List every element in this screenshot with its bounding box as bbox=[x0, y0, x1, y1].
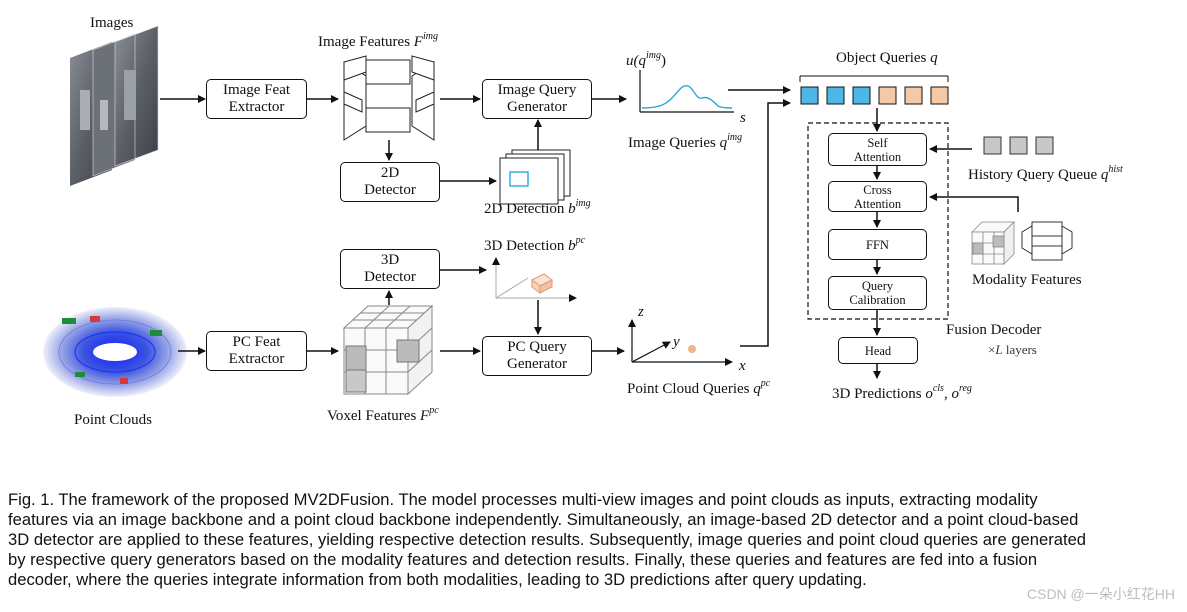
head-box: Head bbox=[838, 337, 918, 364]
cross-attention-label: Cross Attention bbox=[853, 182, 902, 211]
layers-text: layers bbox=[1002, 342, 1037, 357]
voxel-features-icon bbox=[342, 304, 434, 396]
query-calibration-label: Query Calibration bbox=[849, 279, 906, 307]
pred-o1: o bbox=[925, 386, 933, 402]
z-axis-label: z bbox=[638, 304, 644, 320]
object-queries-text: Object Queries bbox=[836, 50, 927, 66]
image-feat-extractor-label: Image Feat Extractor bbox=[222, 82, 291, 115]
diagram-graphics bbox=[43, 25, 1073, 397]
point-cloud-icon bbox=[43, 307, 187, 397]
pred-o2: o bbox=[951, 386, 959, 402]
pred-o2-sup: reg bbox=[958, 383, 972, 394]
image-features-sup: img bbox=[422, 31, 438, 42]
layers-label: ×L layers bbox=[988, 342, 1037, 358]
predictions-label: 3D Predictions ocls, oreg bbox=[832, 383, 972, 403]
fusion-decoder-label: Fusion Decoder bbox=[946, 322, 1042, 338]
point-cloud-query-axes bbox=[628, 319, 733, 366]
history-queue-symbol: q bbox=[1100, 167, 1109, 183]
caption-line-5: decoder, where the queries integrate inf… bbox=[8, 570, 867, 589]
u-axis-text: u(q bbox=[626, 53, 646, 69]
ffn-label: FFN bbox=[866, 237, 889, 252]
modality-features-label: Modality Features bbox=[972, 272, 1082, 288]
u-axis-sup: img bbox=[646, 50, 661, 61]
s-axis-label: s bbox=[740, 110, 746, 126]
detector-3d-label: 3D Detector bbox=[364, 252, 416, 285]
pc-queries-label: Point Cloud Queries qpc bbox=[627, 378, 770, 398]
x-axis-label: x bbox=[739, 358, 746, 374]
image-queries-sup: img bbox=[727, 132, 743, 143]
image-queries-text: Image Queries bbox=[628, 135, 716, 151]
camera-images-icon bbox=[70, 25, 159, 186]
detector-2d-label: 2D Detector bbox=[364, 165, 416, 198]
caption-line-2: features via an image backbone and a poi… bbox=[8, 510, 1079, 529]
history-queue-text: History Query Queue bbox=[968, 167, 1098, 183]
images-label: Images bbox=[90, 15, 134, 31]
detection-2d-text: 2D Detection bbox=[484, 201, 565, 217]
image-features-label: Image Features Fimg bbox=[318, 31, 438, 51]
pc-feat-extractor-label: PC Feat Extractor bbox=[228, 334, 285, 367]
cross-attention-box: Cross Attention bbox=[828, 181, 927, 212]
caption-line-3: 3D detector are applied to these feature… bbox=[8, 530, 1087, 549]
pc-queries-text: Point Cloud Queries bbox=[627, 381, 750, 397]
voxel-features-label: Voxel Features Fpc bbox=[327, 405, 439, 425]
image-query-generator-box: Image Query Generator bbox=[482, 79, 592, 119]
detection-3d-sup: pc bbox=[575, 235, 586, 246]
layers-mult: × bbox=[988, 342, 996, 357]
object-queries-label: Object Queries q bbox=[836, 50, 938, 67]
head-label: Head bbox=[864, 343, 892, 358]
self-attention-label: Self Attention bbox=[853, 135, 902, 164]
detection-3d-label: 3D Detection bpc bbox=[484, 235, 585, 255]
image-features-icon bbox=[343, 55, 435, 141]
history-queue-label: History Query Queue qhist bbox=[968, 164, 1123, 184]
caption-line-4: by respective query generators based on … bbox=[8, 550, 1038, 569]
pc-queries-symbol: q bbox=[753, 381, 761, 397]
pc-feat-extractor-box: PC Feat Extractor bbox=[206, 331, 307, 371]
framework-diagram: Image Feat Extractor Image Query Generat… bbox=[43, 15, 1123, 428]
point-clouds-label: Point Clouds bbox=[74, 412, 152, 428]
detector-3d-box: 3D Detector bbox=[340, 249, 440, 289]
predictions-text: 3D Predictions bbox=[832, 386, 922, 402]
connectors bbox=[160, 86, 1019, 379]
self-attention-box: Self Attention bbox=[828, 133, 927, 166]
pred-o1-sup: cls bbox=[932, 383, 944, 394]
pred-sep: , bbox=[943, 386, 952, 402]
detection-3d-icon bbox=[492, 257, 577, 302]
y-axis-label: y bbox=[673, 334, 680, 350]
history-queue-sup: hist bbox=[1108, 164, 1123, 175]
detection-2d-symbol: b bbox=[568, 201, 576, 217]
object-queries-symbol: q bbox=[930, 50, 938, 66]
pc-queries-sup: pc bbox=[760, 378, 771, 389]
image-features-text: Image Features bbox=[318, 34, 411, 50]
query-calibration-box: Query Calibration bbox=[828, 276, 927, 310]
detection-2d-icon bbox=[499, 149, 571, 205]
image-features-symbol: F bbox=[413, 34, 423, 50]
pc-query-generator-box: PC Query Generator bbox=[482, 336, 592, 376]
image-query-generator-label: Image Query Generator bbox=[497, 82, 577, 115]
ffn-box: FFN bbox=[828, 229, 927, 260]
image-feat-extractor-box: Image Feat Extractor bbox=[206, 79, 307, 119]
image-queries-label: Image Queries qimg bbox=[628, 132, 742, 152]
detection-2d-label: 2D Detection bimg bbox=[484, 198, 591, 218]
voxel-features-sup: pc bbox=[429, 405, 439, 416]
image-queries-symbol: q bbox=[719, 135, 728, 151]
history-queries-row bbox=[983, 136, 1054, 155]
pc-query-generator-label: PC Query Generator bbox=[507, 339, 567, 372]
detector-2d-box: 2D Detector bbox=[340, 162, 440, 202]
object-queries-row bbox=[799, 75, 949, 105]
voxel-features-symbol: F bbox=[420, 408, 430, 424]
modality-features-icon bbox=[971, 221, 1073, 265]
u-axis-label: u(qimg) bbox=[626, 50, 666, 70]
caption-line-1: Fig. 1. The framework of the proposed MV… bbox=[8, 490, 1038, 509]
u-axis-close: ) bbox=[661, 53, 666, 69]
detection-3d-symbol: b bbox=[568, 238, 576, 254]
layers-symbol: L bbox=[995, 342, 1003, 357]
watermark: CSDN @一朵小红花HH bbox=[1027, 586, 1175, 602]
detection-2d-sup: img bbox=[575, 198, 591, 209]
figure-caption: Fig. 1. The framework of the proposed MV… bbox=[8, 490, 1176, 590]
voxel-features-text: Voxel Features bbox=[327, 408, 417, 424]
detection-3d-text: 3D Detection bbox=[484, 238, 565, 254]
image-query-distribution-plot bbox=[639, 70, 734, 113]
